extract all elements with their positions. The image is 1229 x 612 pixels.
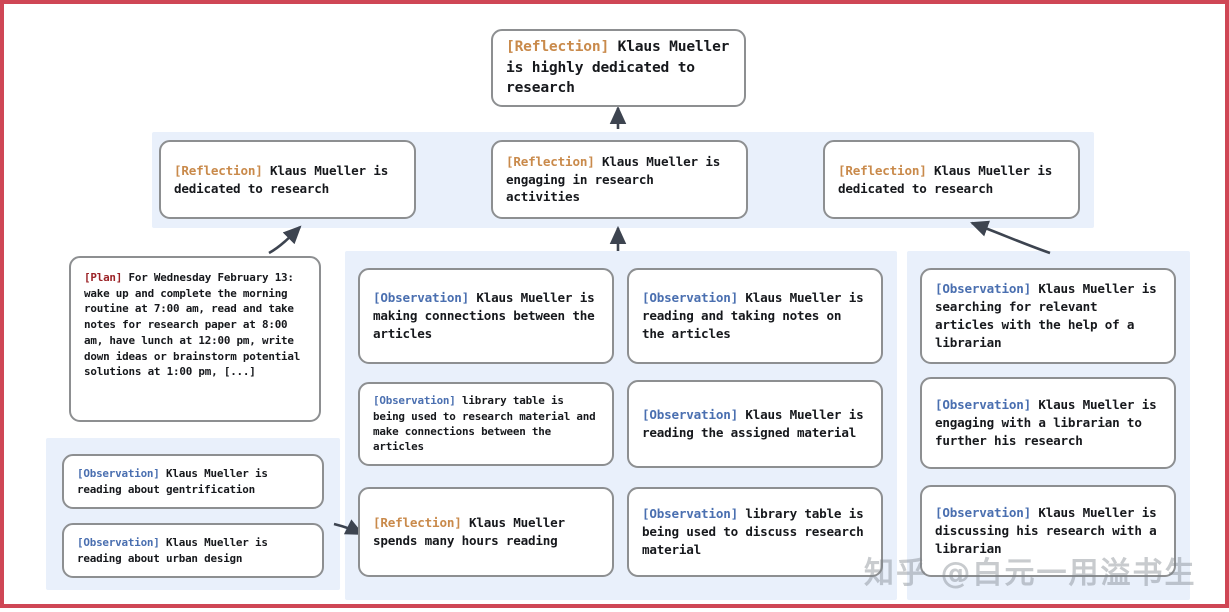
node-text: Klaus Mueller spends many hours reading	[373, 515, 565, 548]
node-text: library table is being used to discuss r…	[642, 506, 864, 557]
node-tag: [Observation]	[935, 505, 1031, 521]
node-tag: [Reflection]	[838, 162, 927, 178]
left-observation-node-1[interactable]: [Observation] Klaus Mueller is reading a…	[62, 454, 324, 509]
node-text: Klaus Mueller is making connections betw…	[373, 290, 595, 341]
column-c-node-2[interactable]: [Observation] Klaus Mueller is engaging …	[920, 377, 1176, 469]
column-c-node-3[interactable]: [Observation] Klaus Mueller is discussin…	[920, 485, 1176, 577]
left-observation-node-2[interactable]: [Observation] Klaus Mueller is reading a…	[62, 523, 324, 578]
node-tag: [Observation]	[77, 467, 160, 481]
column-b-node-3[interactable]: [Observation] library table is being use…	[627, 487, 883, 577]
node-text: library table is being used to research …	[373, 394, 596, 454]
node-text: Klaus Mueller is engaging with a librari…	[935, 397, 1157, 448]
node-text: Klaus Mueller is dedicated to research	[838, 162, 1053, 196]
node-tag: [Observation]	[642, 290, 738, 306]
plan-node[interactable]: [Plan] For Wednesday February 13: wake u…	[69, 256, 321, 422]
node-tag: [Observation]	[642, 506, 738, 522]
node-tag: [Observation]	[935, 281, 1031, 297]
reflection-node-3[interactable]: [Reflection] Klaus Mueller is dedicated …	[823, 140, 1080, 219]
node-text: For Wednesday February 13: wake up and c…	[84, 271, 301, 379]
node-tag: [Reflection]	[506, 153, 595, 169]
node-tag: [Reflection]	[373, 515, 462, 531]
node-tag: [Observation]	[373, 290, 469, 306]
node-text: Klaus Mueller is reading about urban des…	[77, 536, 268, 565]
node-tag: [Plan]	[84, 271, 123, 284]
root-reflection-node[interactable]: [Reflection] Klaus Mueller is highly ded…	[491, 29, 746, 107]
node-text: Klaus Mueller is reading and taking note…	[642, 290, 864, 341]
node-text: Klaus Mueller is discussing his research…	[935, 505, 1157, 556]
node-text: Klaus Mueller is highly dedicated to res…	[506, 37, 730, 97]
node-text: Klaus Mueller is engaging in research ac…	[506, 153, 721, 205]
column-b-node-2[interactable]: [Observation] Klaus Mueller is reading t…	[627, 380, 883, 468]
column-c-node-1[interactable]: [Observation] Klaus Mueller is searching…	[920, 268, 1176, 364]
node-tag: [Reflection]	[174, 162, 263, 178]
node-text: Klaus Mueller is reading about gentrific…	[77, 467, 268, 496]
node-tag: [Observation]	[373, 394, 456, 408]
column-a-node-1[interactable]: [Observation] Klaus Mueller is making co…	[358, 268, 614, 364]
node-tag: [Observation]	[77, 536, 160, 550]
node-text: Klaus Mueller is dedicated to research	[174, 162, 389, 196]
column-a-node-2[interactable]: [Observation] library table is being use…	[358, 382, 614, 466]
column-a-node-3[interactable]: [Reflection] Klaus Mueller spends many h…	[358, 487, 614, 577]
node-text: Klaus Mueller is searching for relevant …	[935, 281, 1157, 350]
node-tag: [Observation]	[935, 397, 1031, 413]
node-text: Klaus Mueller is reading the assigned ma…	[642, 407, 864, 440]
node-tag: [Reflection]	[506, 37, 610, 55]
reflection-node-1[interactable]: [Reflection] Klaus Mueller is dedicated …	[159, 140, 416, 219]
column-b-node-1[interactable]: [Observation] Klaus Mueller is reading a…	[627, 268, 883, 364]
reflection-node-2[interactable]: [Reflection] Klaus Mueller is engaging i…	[491, 140, 748, 219]
node-tag: [Observation]	[642, 407, 738, 423]
